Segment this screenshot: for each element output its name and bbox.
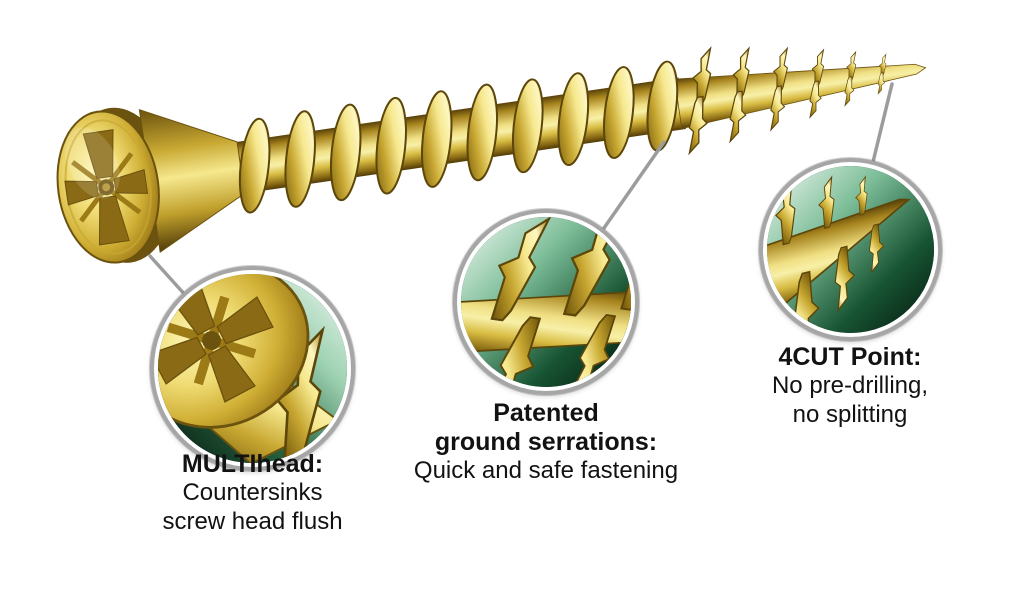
serrations-caption: Patented ground serrations: Quick and sa… xyxy=(378,399,714,486)
connector-line-multihead xyxy=(148,254,189,299)
serrations-title-line2: ground serrations: xyxy=(434,428,658,456)
4cut-title: 4CUT Point: xyxy=(778,343,922,371)
multihead-line1: Countersinks xyxy=(182,479,323,506)
screw-head xyxy=(56,107,246,264)
multihead-magnifier-circle xyxy=(150,266,355,471)
multihead-title: MULTIhead: xyxy=(181,450,324,478)
multihead-caption: MULTIhead: Countersinks screw head flush xyxy=(105,450,400,537)
multihead-line2: screw head flush xyxy=(162,507,343,535)
4cut-caption: 4CUT Point: No pre-drilling, no splittin… xyxy=(713,343,987,430)
multihead-closeup-image xyxy=(158,274,347,463)
screw xyxy=(56,47,927,264)
pozidriv-recess-icon xyxy=(64,129,149,246)
multihead-closeup xyxy=(158,274,347,463)
serrations-title-line1: Patented xyxy=(493,399,599,427)
4cut-magnifier-circle xyxy=(759,158,942,341)
connector-lines xyxy=(148,82,894,299)
serrations-closeup-image xyxy=(461,217,631,387)
connector-line-serrations xyxy=(602,140,666,230)
4cut-line2: no splitting xyxy=(792,400,908,428)
4cut-closeup-image xyxy=(767,166,934,333)
serrations-line1: Quick and safe fastening xyxy=(413,457,679,484)
4cut-line1: No pre-drilling, xyxy=(771,372,929,399)
4cut-closeup xyxy=(767,166,934,333)
serrations-magnifier-circle xyxy=(453,209,639,395)
serrations-closeup xyxy=(461,217,631,387)
connector-line-4cut xyxy=(871,82,894,164)
